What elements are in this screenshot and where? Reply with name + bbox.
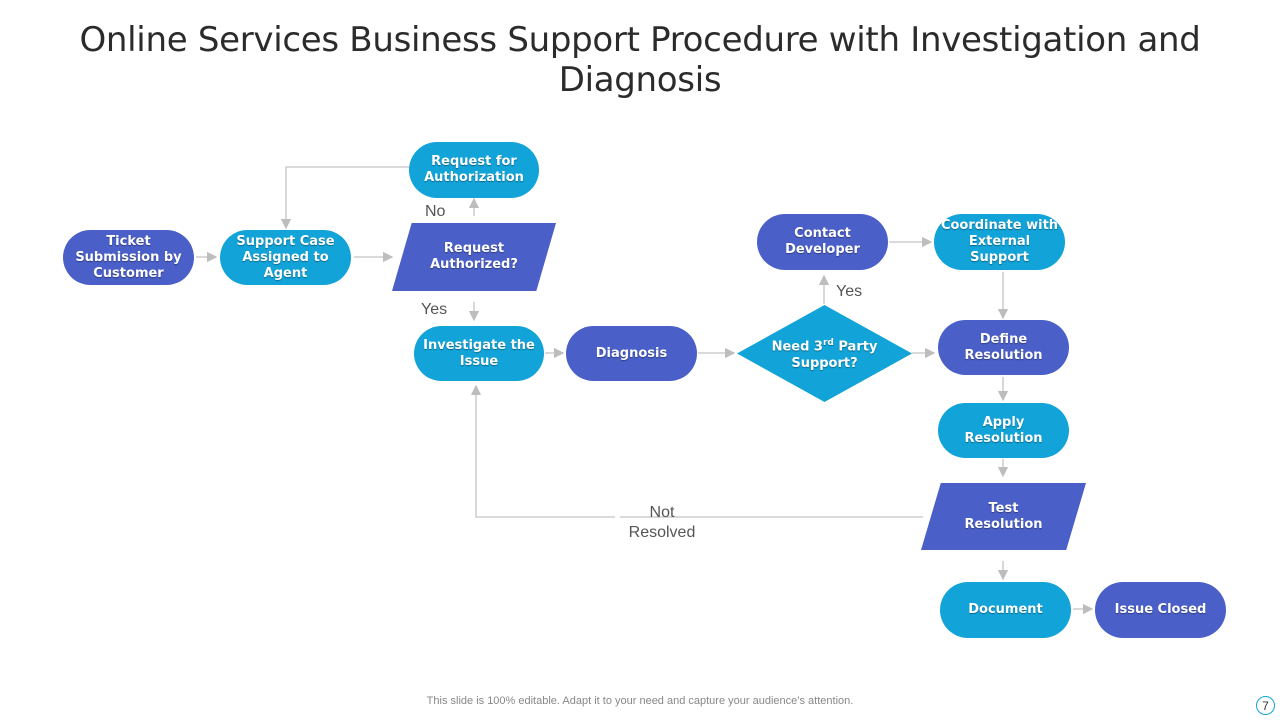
node-ticket-submission: Ticket Submission by Customer bbox=[63, 230, 194, 285]
node-label: Apply Resolution bbox=[964, 414, 1043, 446]
node-support-case: Support Case Assigned to Agent bbox=[220, 230, 351, 285]
label-not-resolved: Not Resolved bbox=[628, 504, 696, 541]
node-define-resolution: Define Resolution bbox=[938, 320, 1069, 375]
node-test-resolution: Test Resolution bbox=[921, 483, 1086, 550]
node-label: Test Resolution bbox=[964, 500, 1043, 532]
node-label: Contact Developer bbox=[785, 226, 860, 257]
node-apply-resolution: Apply Resolution bbox=[938, 403, 1069, 458]
node-coordinate-external: Coordinate with External Support bbox=[934, 214, 1065, 270]
node-label: Document bbox=[968, 602, 1043, 617]
node-label: Support Case Assigned to Agent bbox=[236, 233, 335, 281]
label-yes-third-party: Yes bbox=[836, 283, 863, 300]
arrow-not-resolved-left bbox=[470, 384, 615, 518]
footer-note: This slide is 100% editable. Adapt it to… bbox=[426, 695, 854, 707]
node-label: Request Authorized? bbox=[430, 241, 518, 272]
node-request-authorized-decision: Request Authorized? bbox=[392, 223, 556, 291]
node-issue-closed: Issue Closed bbox=[1095, 582, 1226, 638]
node-diagnosis: Diagnosis bbox=[566, 326, 697, 381]
node-label: Coordinate with External Support bbox=[940, 218, 1059, 265]
node-investigate: Investigate the Issue bbox=[414, 326, 544, 381]
node-request-authorization: Request for Authorization bbox=[409, 142, 539, 198]
node-label: Diagnosis bbox=[595, 345, 668, 361]
node-label: Request for Authorization bbox=[424, 154, 524, 185]
node-label: Define Resolution bbox=[964, 331, 1043, 363]
label-no: No bbox=[425, 203, 446, 220]
node-label: Need 3rd Party Support? bbox=[771, 338, 878, 371]
node-document: Document bbox=[940, 582, 1071, 638]
page-number: 7 bbox=[1256, 696, 1275, 715]
slide-title: Online Services Business Support Procedu… bbox=[79, 20, 1201, 100]
node-label: Ticket Submission by Customer bbox=[75, 233, 182, 281]
node-label: Investigate the Issue bbox=[423, 337, 535, 369]
node-contact-developer: Contact Developer bbox=[757, 214, 888, 270]
label-yes-authorized: Yes bbox=[421, 301, 448, 318]
node-label: Issue Closed bbox=[1114, 602, 1207, 617]
arrow-request-to-case bbox=[280, 166, 410, 230]
